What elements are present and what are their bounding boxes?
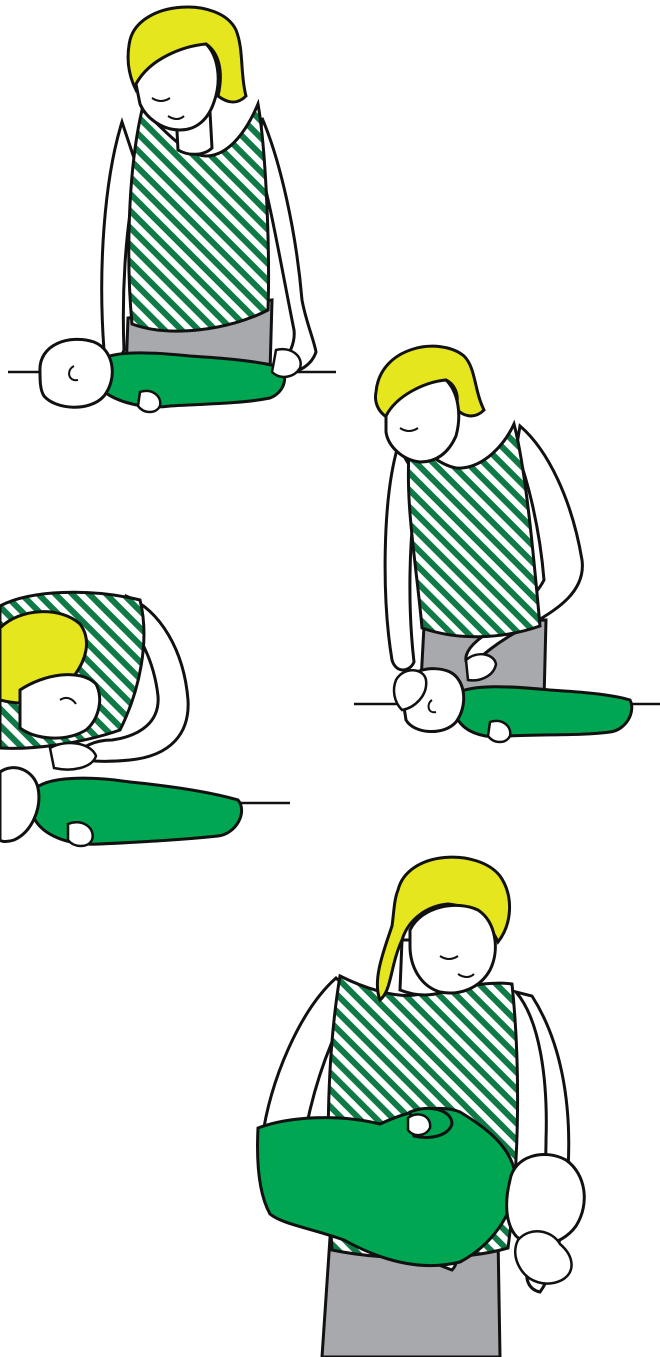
infant-body (456, 687, 632, 737)
infant-head (40, 339, 112, 407)
infant-body (34, 778, 242, 844)
infant-head (0, 768, 39, 842)
infant-hand (138, 391, 160, 412)
scene-1 (8, 7, 336, 412)
infant-body (258, 1108, 517, 1265)
face (410, 905, 495, 993)
rescuer-hand (272, 349, 301, 377)
scene-4 (258, 857, 585, 1357)
infant-hand (488, 721, 510, 742)
infant-body (98, 353, 285, 407)
infant-hand (68, 822, 93, 846)
scene-2 (354, 346, 660, 742)
infant-hand (408, 1114, 430, 1135)
face (20, 675, 100, 738)
scene-3 (0, 592, 290, 846)
rescuer-hand (50, 743, 96, 770)
